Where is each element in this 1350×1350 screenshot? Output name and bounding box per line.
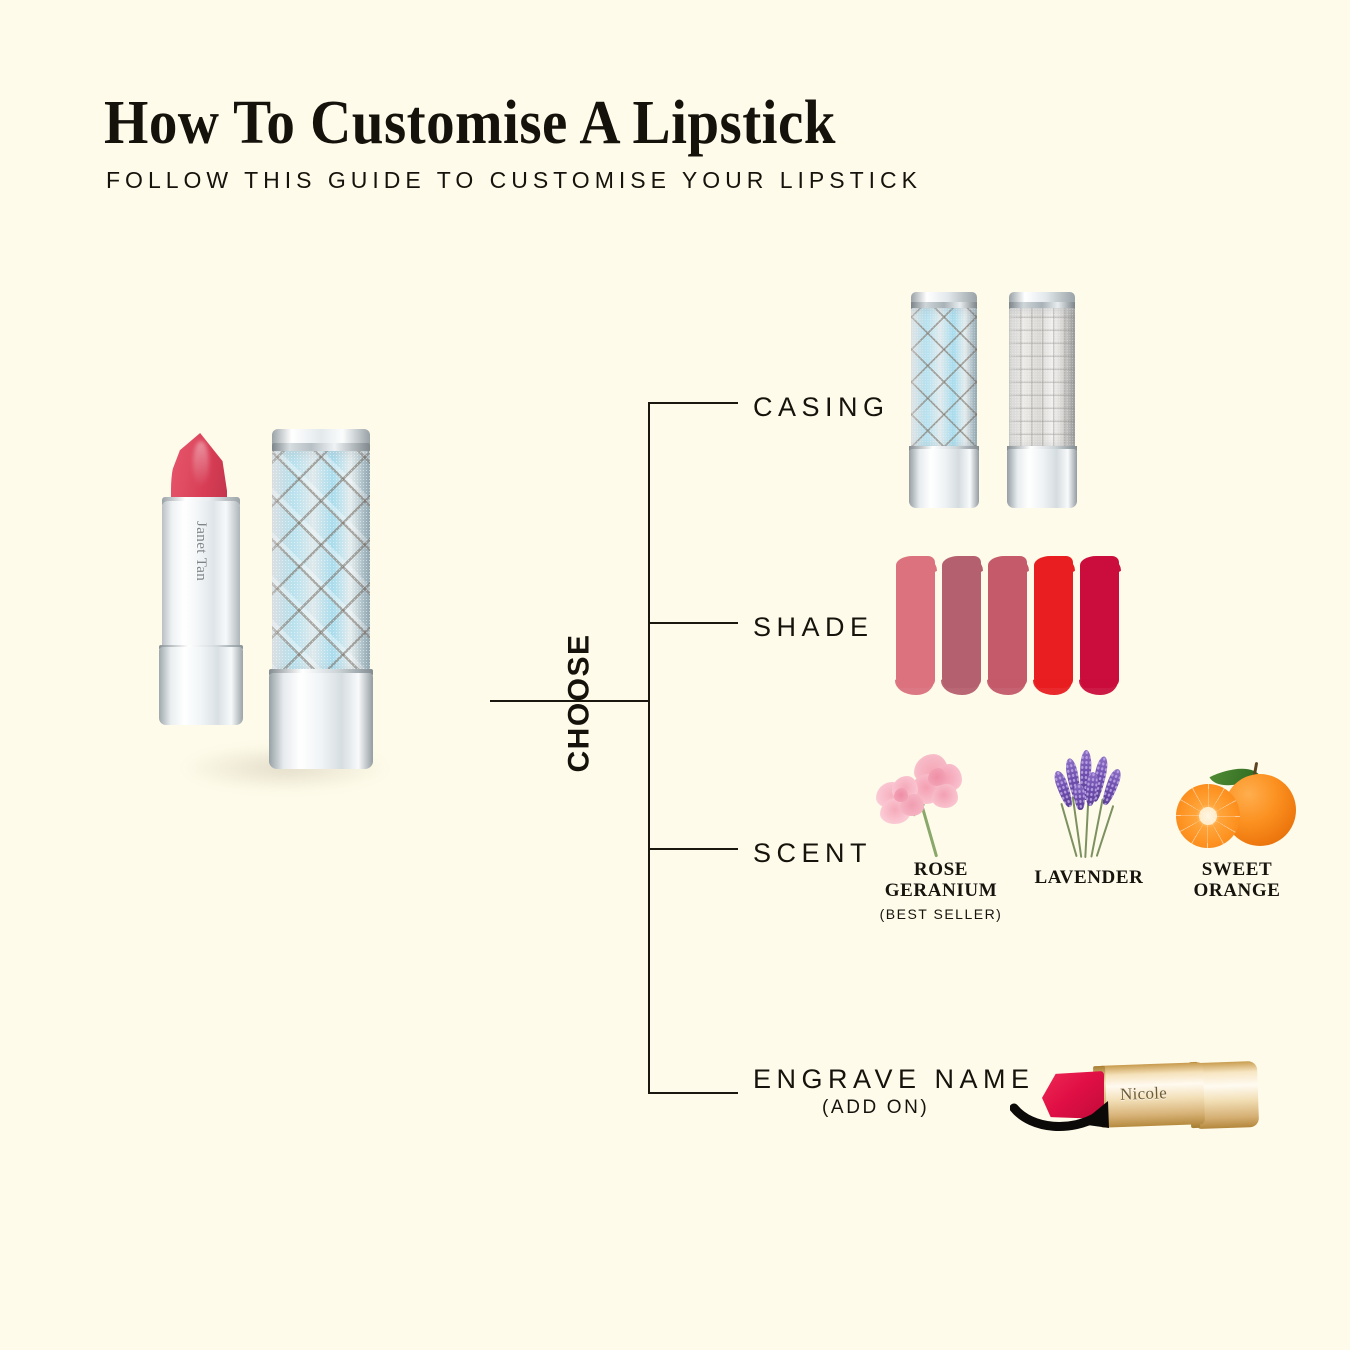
- casing-cap-top: [1009, 292, 1075, 303]
- casing-ring: [909, 446, 979, 451]
- scent-option-rose-geranium[interactable]: ROSE GERANIUM (BEST SELLER): [866, 740, 1016, 922]
- step-label-shade: SHADE: [753, 612, 874, 642]
- rose-geranium-icon: [866, 740, 1016, 858]
- step-label-scent: SCENT: [753, 838, 873, 868]
- scent-options: ROSE GERANIUM (BEST SELLER) LAVENDER: [866, 740, 1296, 940]
- step-label-casing: CASING: [753, 392, 890, 422]
- branch-line-scent: [648, 848, 738, 850]
- engrave-preview[interactable]: Nicole: [1010, 1038, 1260, 1148]
- scent-note-best-seller: (BEST SELLER): [879, 906, 1003, 922]
- casing-base: [909, 449, 979, 508]
- casing-cap-rim: [911, 302, 977, 309]
- sweet-orange-icon: [1162, 740, 1312, 858]
- shade-options: [895, 556, 1136, 695]
- page-subtitle: FOLLOW THIS GUIDE TO CUSTOMISE YOUR LIPS…: [106, 167, 922, 193]
- shade-swatch-2[interactable]: [941, 556, 983, 695]
- branch-line-engrave: [648, 1092, 738, 1094]
- gold-lipstick: Nicole: [1020, 1038, 1260, 1148]
- hero-body: [162, 501, 240, 651]
- step-label-engrave: ENGRAVE NAME: [753, 1064, 1035, 1094]
- casing-option-blue-diamond[interactable]: [908, 292, 980, 508]
- casing-base: [1007, 449, 1077, 508]
- hero-cap-pattern: [272, 451, 370, 673]
- lavender-icon: [1014, 740, 1164, 859]
- hero-closed-case: [266, 415, 376, 775]
- scent-name-rose-geranium: ROSE GERANIUM: [884, 859, 998, 901]
- scent-name-sweet-orange: SWEET ORANGE: [1193, 859, 1281, 901]
- choose-connector-line: [490, 700, 648, 702]
- scent-option-sweet-orange[interactable]: SWEET ORANGE: [1162, 740, 1312, 900]
- shade-swatch-4[interactable]: [1033, 556, 1075, 695]
- scent-name-lavender: LAVENDER: [1034, 867, 1144, 888]
- casing-cap-top: [911, 292, 977, 303]
- casing-cap-rim: [1009, 302, 1075, 309]
- hero-open-lipstick: Janet Tan: [158, 433, 250, 725]
- step-sublabel-add-on: (ADD ON): [822, 1097, 930, 1118]
- hero-case-ring: [269, 669, 373, 676]
- branch-line-casing: [648, 402, 738, 404]
- orange-core: [1199, 807, 1217, 825]
- casing-ring: [1007, 446, 1077, 451]
- scent-option-lavender[interactable]: LAVENDER: [1014, 740, 1164, 888]
- pointer-arrow-icon: [1010, 1101, 1109, 1131]
- hero-case-base: [269, 673, 373, 769]
- bracket-spine: [648, 402, 650, 1093]
- hero-cap-rim: [272, 443, 370, 452]
- shade-swatch-3[interactable]: [987, 556, 1029, 695]
- hero-bullet-highlight: [193, 441, 209, 487]
- hero-engraved-name: Janet Tan: [193, 521, 209, 582]
- choose-label: CHOOSE: [562, 633, 596, 773]
- casing-pattern-mosaic: [1009, 308, 1075, 448]
- page-title: How To Customise A Lipstick: [104, 89, 836, 157]
- casing-option-silver-mosaic[interactable]: [1006, 292, 1078, 508]
- hero-cap-top: [272, 429, 370, 445]
- shade-swatch-5[interactable]: [1079, 556, 1121, 695]
- casing-options: [908, 292, 1078, 508]
- hero-base: [159, 647, 243, 725]
- casing-pattern-diamond: [911, 308, 977, 448]
- branch-line-shade: [648, 622, 738, 624]
- hero-product: Janet Tan: [150, 415, 410, 815]
- shade-swatch-1[interactable]: [895, 556, 937, 695]
